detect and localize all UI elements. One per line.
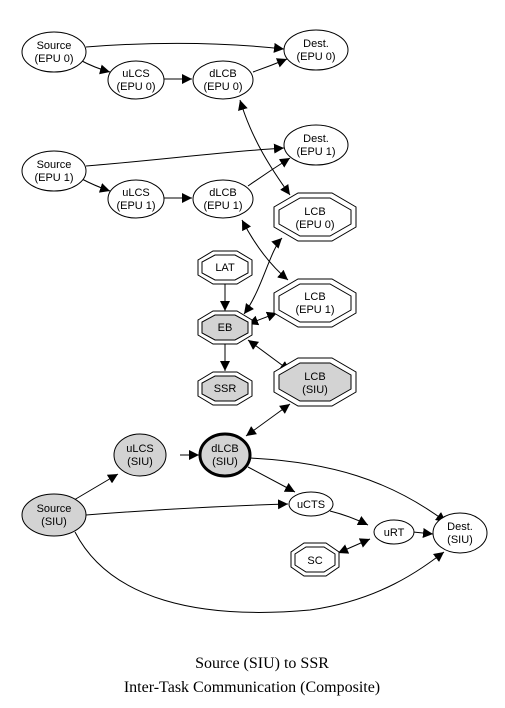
node-label: Dest. <box>303 38 329 50</box>
edge-eb-lcb-epu1 <box>247 311 278 326</box>
edge-dlcb-epu0-to-dest-epu0 <box>252 58 288 73</box>
node-dest-epu0: Dest. (EPU 0) <box>283 29 349 71</box>
edge-eb-lcb-epu0 <box>243 237 283 315</box>
node-urt: uRT <box>373 519 415 545</box>
edge-urt-to-dest-siu <box>412 528 434 538</box>
node-sublabel: (SIU) <box>447 534 473 546</box>
node-lcb-epu1: LCB (EPU 1) <box>273 278 357 328</box>
node-sublabel: (EPU 1) <box>203 200 242 212</box>
diagram-caption: Source (SIU) to SSR Inter-Task Communica… <box>124 655 380 696</box>
caption-line-2: Inter-Task Communication (Composite) <box>124 679 380 696</box>
node-ulcs-epu0: uLCS (EPU 0) <box>107 60 165 100</box>
node-label: dLCB <box>211 443 239 455</box>
node-sublabel: (SIU) <box>127 456 153 468</box>
node-label: uLCS <box>122 68 150 80</box>
node-label: SSR <box>214 383 237 395</box>
node-sublabel: (EPU 0) <box>203 81 242 93</box>
node-dest-siu: Dest. (SIU) <box>432 512 488 554</box>
node-dlcb-epu1: dLCB (EPU 1) <box>192 179 254 219</box>
node-label: dLCB <box>209 187 237 199</box>
node-sublabel: (SIU) <box>212 456 238 468</box>
edge-source-epu0-to-dest-epu0 <box>85 42 285 53</box>
node-label: Source <box>37 159 72 171</box>
node-label: uRT <box>384 527 405 539</box>
edge-eb-lcb-siu <box>247 339 291 372</box>
node-label: LCB <box>304 291 325 303</box>
edge-dlcb-siu-to-dest-siu <box>248 457 447 523</box>
node-sublabel: (EPU 0) <box>34 53 73 65</box>
node-label: dLCB <box>209 68 237 80</box>
edge-source-siu-to-ucts <box>85 499 289 516</box>
node-label: uCTS <box>297 499 325 511</box>
node-sublabel: (SIU) <box>41 516 67 528</box>
node-label: Dest. <box>303 133 329 145</box>
edge-sc-urt <box>337 538 371 554</box>
node-source-siu: Source (SIU) <box>21 493 87 537</box>
node-sublabel: (EPU 1) <box>296 146 335 158</box>
node-label: Source <box>37 40 72 52</box>
edge-source-siu-to-ulcs-siu <box>73 473 119 501</box>
node-source-epu0: Source (EPU 0) <box>21 31 87 73</box>
node-ssr: SSR <box>197 371 253 406</box>
node-sublabel: (SIU) <box>302 384 328 396</box>
edge-dlcb-epu1-to-dest-epu1 <box>247 157 291 187</box>
edge-source-epu1-to-dest-epu1 <box>85 143 285 167</box>
node-ulcs-siu: uLCS (SIU) <box>113 433 167 477</box>
node-ucts: uCTS <box>288 491 334 517</box>
node-dest-epu1: Dest. (EPU 1) <box>283 124 349 166</box>
edge-dlcb-siu-lcb-siu <box>245 403 291 437</box>
edge-source-epu1-to-ulcs-epu1 <box>79 177 111 193</box>
node-sublabel: (EPU 0) <box>295 219 334 231</box>
node-label: uLCS <box>122 187 150 199</box>
edges <box>73 42 447 613</box>
node-ulcs-epu1: uLCS (EPU 1) <box>107 179 165 219</box>
node-dlcb-siu: dLCB (SIU) <box>198 432 252 478</box>
node-eb: EB <box>197 310 253 345</box>
edge-source-epu0-to-ulcs-epu0 <box>79 59 111 75</box>
node-sublabel: (EPU 1) <box>116 200 155 212</box>
edge-ucts-to-urt <box>329 510 369 526</box>
edge-dlcb-siu-to-ucts <box>247 466 296 493</box>
node-dlcb-epu0: dLCB (EPU 0) <box>192 60 254 100</box>
node-sublabel: (EPU 0) <box>296 51 335 63</box>
node-lat: LAT <box>197 250 253 285</box>
node-source-epu1: Source (EPU 1) <box>21 150 87 192</box>
node-label: LAT <box>215 262 235 274</box>
node-label: uLCS <box>126 443 154 455</box>
node-sublabel: (EPU 1) <box>34 172 73 184</box>
node-label: Source <box>37 503 72 515</box>
node-label: LCB <box>304 206 325 218</box>
node-sublabel: (EPU 1) <box>295 304 334 316</box>
node-lcb-epu0: LCB (EPU 0) <box>273 192 357 242</box>
node-label: Dest. <box>447 521 473 533</box>
node-sublabel: (EPU 0) <box>116 81 155 93</box>
caption-line-1: Source (SIU) to SSR <box>195 655 329 672</box>
edge-source-siu-to-dest-siu <box>74 531 445 613</box>
node-sc: SC <box>290 542 340 577</box>
edge-dlcb-epu0-lcb-epu0 <box>238 99 291 196</box>
node-label: SC <box>307 555 322 567</box>
node-lcb-siu: LCB (SIU) <box>273 357 357 407</box>
node-label: EB <box>218 322 233 334</box>
node-label: LCB <box>304 371 325 383</box>
